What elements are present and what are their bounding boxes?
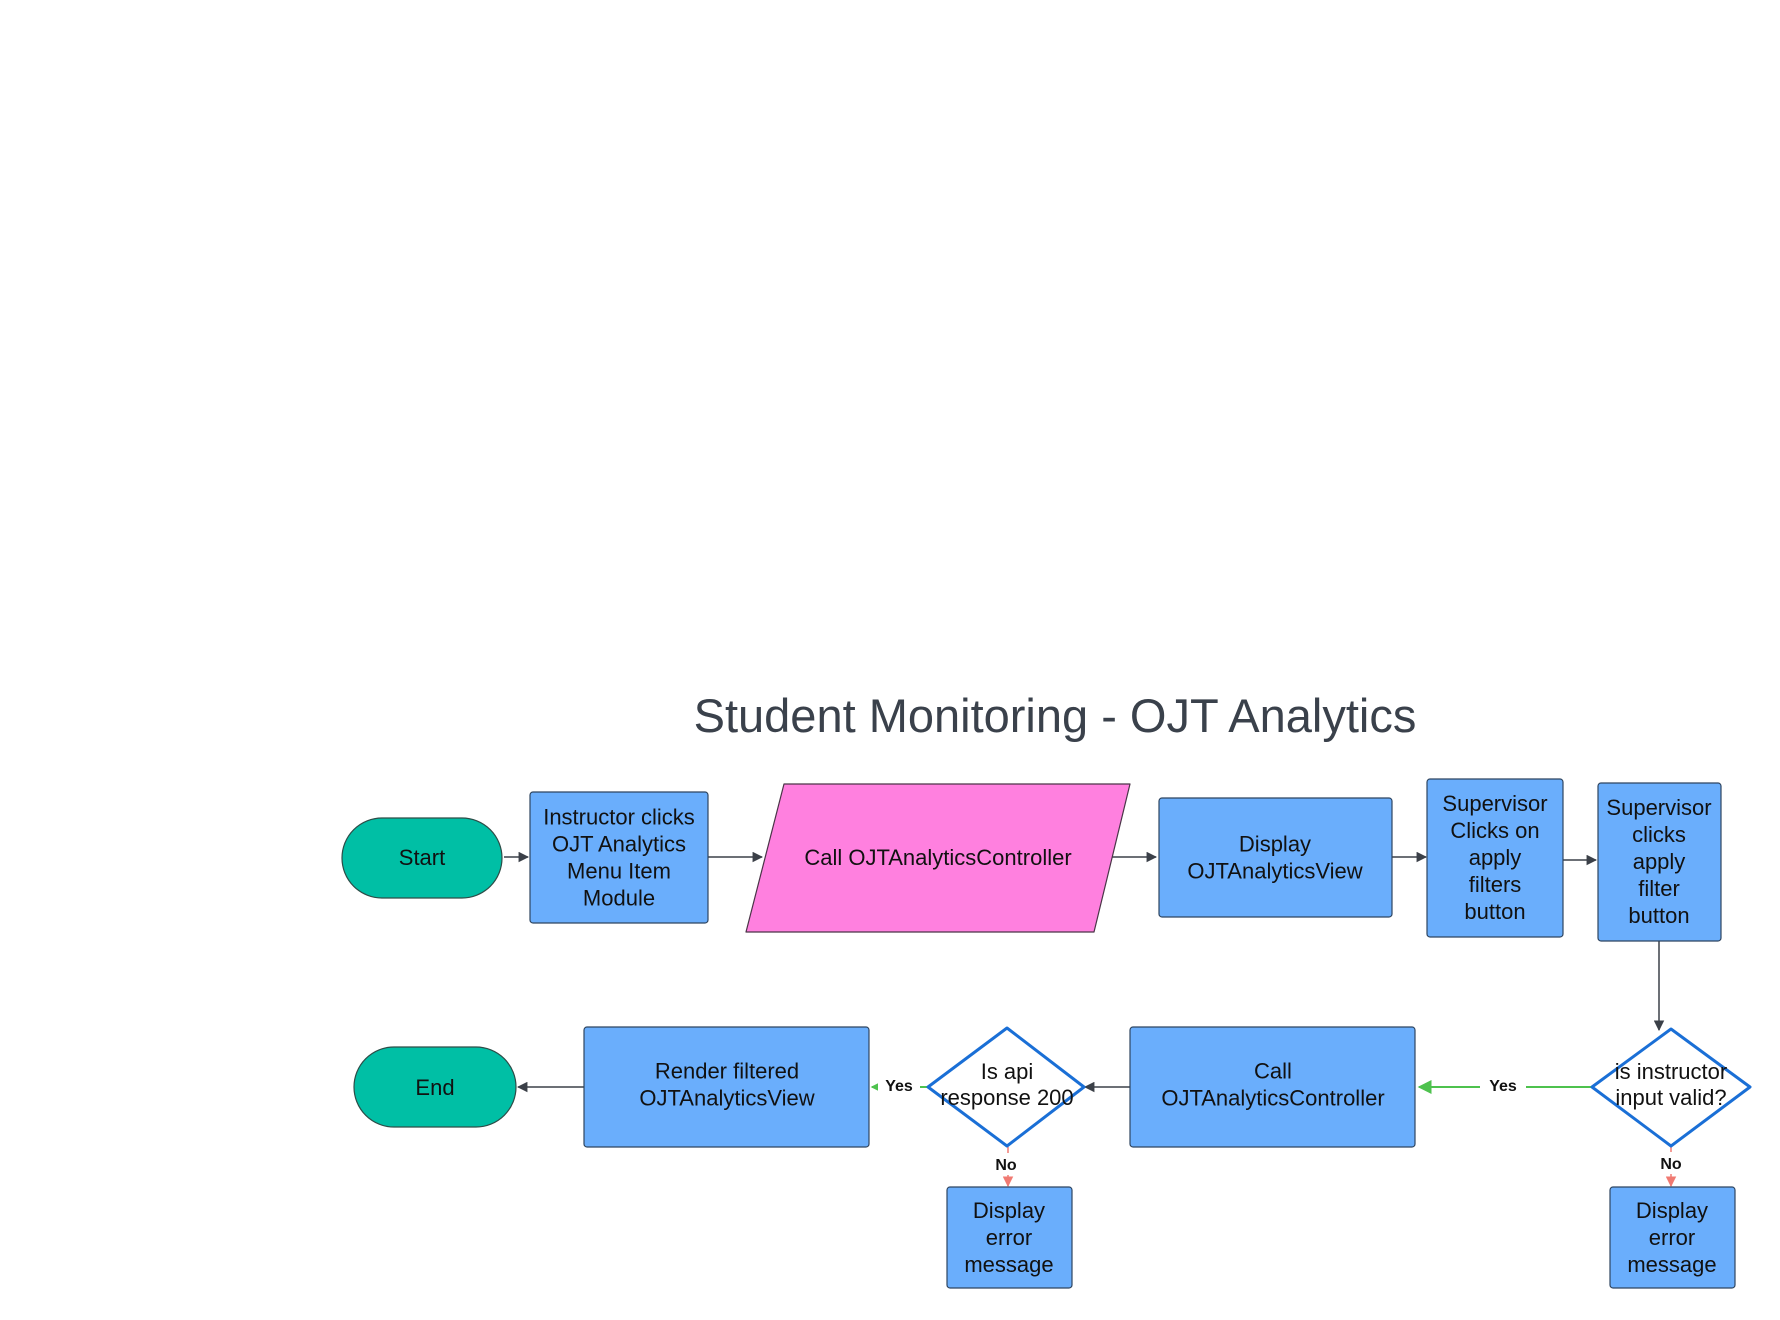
label-line: message bbox=[964, 1252, 1053, 1277]
label-line: Display bbox=[973, 1198, 1045, 1223]
error-message-middle-process bbox=[946, 1186, 1073, 1289]
decision-api-response bbox=[926, 1026, 1086, 1148]
diagram-title: Student Monitoring - OJT Analytics bbox=[693, 689, 1417, 742]
edge-label-no-api: No bbox=[995, 1157, 1017, 1174]
label-line: Render filtered bbox=[655, 1059, 799, 1084]
supervisor-apply-filters-process bbox=[1426, 778, 1564, 938]
end-terminal bbox=[353, 1046, 517, 1128]
label-line: End bbox=[415, 1075, 454, 1100]
label-line: response 200 bbox=[940, 1085, 1073, 1110]
label-line: apply bbox=[1633, 849, 1686, 874]
label-line: filters bbox=[1469, 872, 1522, 897]
label-line: button bbox=[1628, 903, 1689, 928]
label-line: Is api bbox=[981, 1059, 1034, 1084]
label-line: Supervisor bbox=[1442, 791, 1547, 816]
label-line: Menu Item bbox=[567, 859, 671, 884]
instructor-clicks-process bbox=[529, 791, 709, 924]
label-line: Module bbox=[583, 886, 655, 911]
render-filtered-view-process bbox=[583, 1026, 870, 1148]
label-line: filter bbox=[1638, 876, 1680, 901]
supervisor-apply-filter-process bbox=[1597, 782, 1722, 942]
label-line: Start bbox=[399, 845, 445, 870]
label-line: Call bbox=[1254, 1059, 1292, 1084]
call-controller-process bbox=[1129, 1026, 1416, 1148]
call-controller-io-label: Call OJTAnalyticsController bbox=[804, 845, 1071, 870]
edge-label-yes-api: Yes bbox=[885, 1078, 913, 1095]
label-line: is instructor bbox=[1615, 1059, 1727, 1084]
end-label: End bbox=[415, 1075, 454, 1100]
call-controller-io bbox=[745, 783, 1131, 933]
label-line: OJT Analytics bbox=[552, 832, 686, 857]
display-view-process bbox=[1158, 797, 1393, 918]
label-line: clicks bbox=[1632, 822, 1686, 847]
edge-labels-group: Yes No Yes No bbox=[878, 1075, 1686, 1175]
label-line: OJTAnalyticsController bbox=[1161, 1086, 1384, 1111]
label-line: message bbox=[1627, 1252, 1716, 1277]
edge-label-yes-valid: Yes bbox=[1489, 1078, 1517, 1095]
label-line: Instructor clicks bbox=[543, 805, 695, 830]
label-line: button bbox=[1464, 899, 1525, 924]
error-message-right-process bbox=[1609, 1186, 1736, 1289]
start-label: Start bbox=[399, 845, 445, 870]
label-line: OJTAnalyticsView bbox=[639, 1086, 814, 1111]
edge-label-no-valid: No bbox=[1660, 1156, 1682, 1173]
label-line: error bbox=[986, 1225, 1032, 1250]
label-line: Display bbox=[1239, 832, 1311, 857]
label-line: Display bbox=[1636, 1198, 1708, 1223]
label-line: Call OJTAnalyticsController bbox=[804, 845, 1071, 870]
label-line: apply bbox=[1469, 845, 1522, 870]
decision-input-valid bbox=[1590, 1027, 1752, 1148]
label-line: Supervisor bbox=[1606, 795, 1711, 820]
label-line: Clicks on bbox=[1450, 818, 1539, 843]
label-line: OJTAnalyticsView bbox=[1187, 859, 1362, 884]
label-line: input valid? bbox=[1615, 1085, 1726, 1110]
label-line: error bbox=[1649, 1225, 1695, 1250]
start-terminal bbox=[341, 817, 503, 899]
